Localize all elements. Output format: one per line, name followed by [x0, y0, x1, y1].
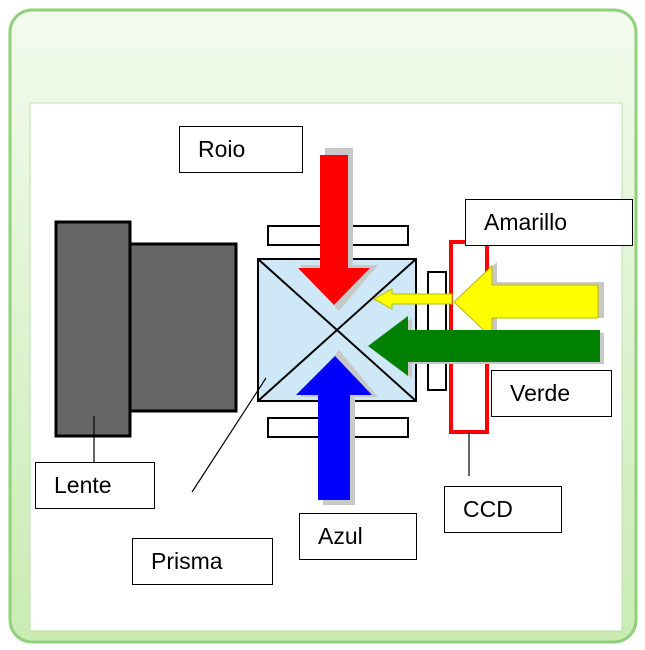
yellow-small-arrow [372, 288, 453, 310]
prism-diagonal-2 [257, 258, 417, 402]
red-arrow [298, 155, 370, 305]
label-yellow: Amarillo [465, 199, 633, 246]
label-ccd: CCD [444, 486, 562, 533]
green-arrow [368, 316, 600, 376]
label-prism: Prisma [132, 538, 273, 585]
label-red: Roio [179, 126, 303, 173]
blue-arrow [296, 356, 372, 500]
label-blue: Azul [299, 513, 417, 560]
prism-leader [191, 377, 267, 493]
label-lens: Lente [35, 462, 155, 509]
label-green: Verde [491, 370, 612, 417]
lens-body [128, 242, 238, 413]
lens-front [54, 220, 132, 438]
